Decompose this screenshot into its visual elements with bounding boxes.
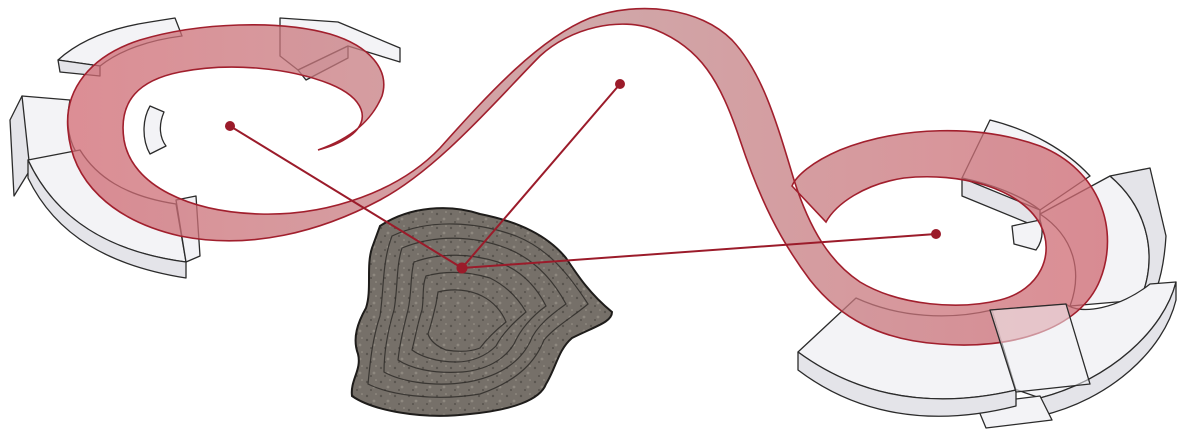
node-middle-crest: [615, 79, 625, 89]
node-rock-hub: [457, 263, 468, 274]
right-block-inner: [1012, 220, 1042, 250]
rock-terraced: [352, 208, 612, 416]
node-left-ring-center: [225, 121, 235, 131]
connector-rock-to-left: [230, 126, 462, 268]
left-block-inner: [144, 106, 166, 154]
node-right-ring-center: [931, 229, 941, 239]
